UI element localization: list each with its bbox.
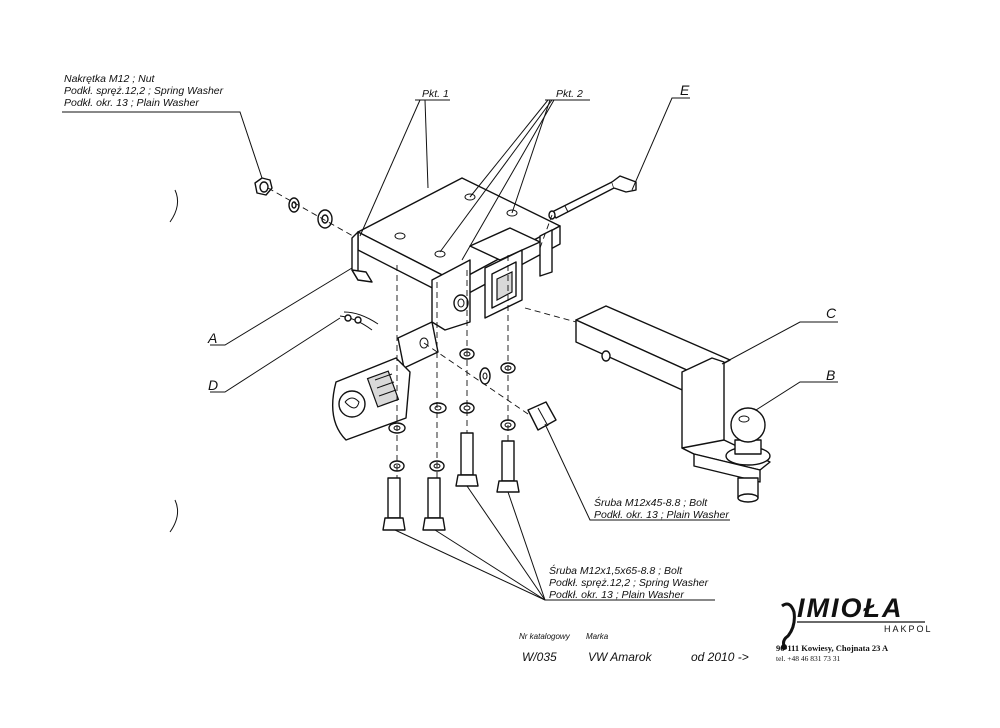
washer-stack [388,348,516,472]
pkt1-label: Pkt. 1 [422,88,449,100]
catalog-number-value: W/035 [522,650,557,664]
ball-mount-c [575,305,771,483]
bolt45-label-line2: Podkł. okr. 13 ; Plain Washer [594,509,729,521]
model-year-value: od 2010 -> [691,650,749,664]
margin-mark [169,189,179,223]
bracket-a [351,177,561,331]
bolt65-label-line3: Podkł. okr. 13 ; Plain Washer [549,589,684,601]
bolt-m12x45 [527,401,557,431]
catalog-number-label: Nr katalogowy [519,632,571,641]
margin-mark [169,499,179,533]
brand-value: VW Amarok [588,650,653,664]
leader-lines [62,97,838,601]
ball-b [725,407,771,503]
company-phone: tel. +48 46 831 73 31 [776,654,840,663]
bolt45-label-line1: Śruba M12x45-8.8 ; Bolt [594,496,708,509]
nut-assembly [254,177,333,229]
part-b-label: B [826,367,835,383]
imiola-logo: IMIOŁA HAKPOL [781,593,933,650]
part-d-label: D [208,377,218,393]
part-a-label: A [207,330,217,346]
nut-axis-line [267,187,361,241]
company-address: 96-111 Kowiesy, Chojnata 23 A [776,643,889,653]
nut-label-line3: Podkł. okr. 13 ; Plain Washer [64,97,199,109]
bolt65-label-line2: Podkł. spręż.12,2 ; Spring Washer [549,577,709,589]
pin-e [548,175,637,220]
bolt-m12x65 [382,432,520,531]
nut-label-line1: Nakrętka M12 ; Nut [64,73,156,85]
socket-plate-d [331,311,439,441]
part-e-label: E [680,82,690,98]
bolt65-label-line1: Śruba M12x1,5x65-8.8 ; Bolt [549,564,683,577]
nut-label-line2: Podkł. spręż.12,2 ; Spring Washer [64,85,224,97]
logo-subtitle: HAKPOL [884,624,933,634]
assembly-axes [396,214,577,478]
brand-label: Marka [586,632,609,641]
logo-wordmark: IMIOŁA [797,593,904,623]
part-c-label: C [826,305,837,321]
pkt2-label: Pkt. 2 [556,88,583,100]
